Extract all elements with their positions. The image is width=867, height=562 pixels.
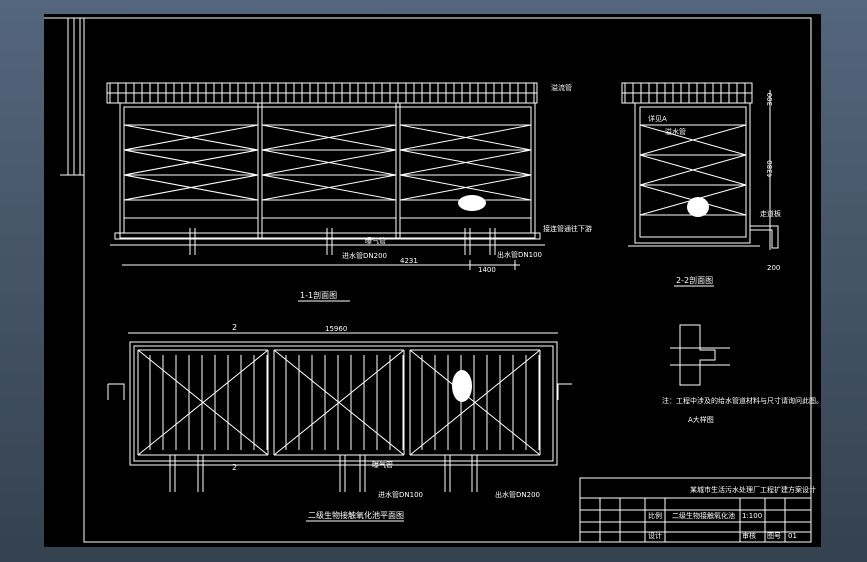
label-plan-outlet: 出水管DN200 bbox=[495, 490, 540, 499]
title-project: 某城市生活污水处理厂工程扩建方案设计 bbox=[690, 485, 816, 494]
section-1-1: 4231 1400 进水管DN200 出水管DN100 曝气管 接连管通往下游 … bbox=[106, 82, 592, 302]
plan-view: 15960 2 2 曝气管 进水管DN100 出水管DN200 二级生物接触氧化… bbox=[107, 323, 572, 522]
title-scale-label: 比例 bbox=[648, 511, 662, 520]
detail-note: 注：工程中涉及的给水管道材料与尺寸请询问此图。 bbox=[662, 396, 823, 405]
biofilm-mark-2 bbox=[687, 197, 709, 217]
title-block: 某城市生活污水处理厂工程扩建方案设计 二级生物接触氧化池 比例 1:100 设计… bbox=[579, 477, 816, 543]
dim-4380: 4380 bbox=[766, 160, 774, 178]
brace bbox=[123, 124, 259, 151]
cross bbox=[137, 349, 269, 456]
title-check: 审核 bbox=[742, 531, 756, 540]
label-air-pipe: 曝气管 bbox=[365, 236, 386, 245]
cross bbox=[273, 349, 405, 456]
label-connector: 接连管通往下游 bbox=[543, 224, 592, 233]
cross bbox=[409, 349, 541, 456]
brace bbox=[399, 149, 532, 176]
title-drawing-name: 二级生物接触氧化池 bbox=[672, 511, 735, 520]
section-2-2: 300 4380 200 详见A 溢水管 走道板 2-2剖面图 bbox=[621, 82, 781, 287]
dim-200: 200 bbox=[767, 264, 780, 272]
title-num: 01 bbox=[788, 532, 797, 540]
title-scale-value: 1:100 bbox=[742, 512, 762, 520]
biofilm-mark bbox=[458, 195, 486, 211]
label-outlet-dn100: 出水管DN100 bbox=[497, 250, 542, 259]
label-overflow: 溢水管 bbox=[665, 127, 686, 136]
biofilm-mark-3 bbox=[452, 370, 472, 402]
section-2-2-title: 2-2剖面图 bbox=[676, 275, 713, 285]
label-detail-a: 详见A bbox=[648, 114, 667, 123]
dim-1400: 1400 bbox=[478, 266, 496, 274]
dim-300: 300 bbox=[766, 93, 774, 106]
drawing-border bbox=[83, 17, 812, 543]
brace bbox=[399, 124, 532, 151]
section-marker-right bbox=[557, 383, 572, 400]
brace bbox=[261, 124, 397, 151]
title-sheet: 图号 bbox=[767, 532, 781, 540]
label-vent: 溢流管 bbox=[551, 83, 572, 92]
detail-title: A大样图 bbox=[688, 415, 714, 424]
label-inlet-dn200: 进水管DN200 bbox=[342, 251, 387, 260]
brace bbox=[123, 149, 259, 176]
brace bbox=[399, 174, 532, 201]
section-mark-a: 2 bbox=[232, 323, 237, 332]
brace bbox=[261, 149, 397, 176]
label-walkway: 走道板 bbox=[760, 209, 781, 218]
section-1-1-title: 1-1剖面图 bbox=[300, 290, 337, 300]
dim-15960: 15960 bbox=[325, 325, 347, 333]
brace bbox=[639, 154, 747, 186]
label-plan-air: 曝气管 bbox=[372, 460, 393, 469]
plan-title: 二级生物接触氧化池平面图 bbox=[308, 510, 404, 520]
binding-strip bbox=[60, 18, 84, 176]
dim-4231: 4231 bbox=[400, 257, 418, 265]
brace bbox=[123, 174, 259, 201]
section-marker-left bbox=[107, 383, 125, 400]
label-plan-inlet: 进水管DN100 bbox=[378, 490, 423, 499]
detail-a: 注：工程中涉及的给水管道材料与尺寸请询问此图。 A大样图 bbox=[662, 324, 823, 424]
brace bbox=[639, 124, 747, 156]
section-mark-b: 2 bbox=[232, 463, 237, 472]
brace bbox=[261, 174, 397, 201]
title-design: 设计 bbox=[648, 531, 662, 540]
